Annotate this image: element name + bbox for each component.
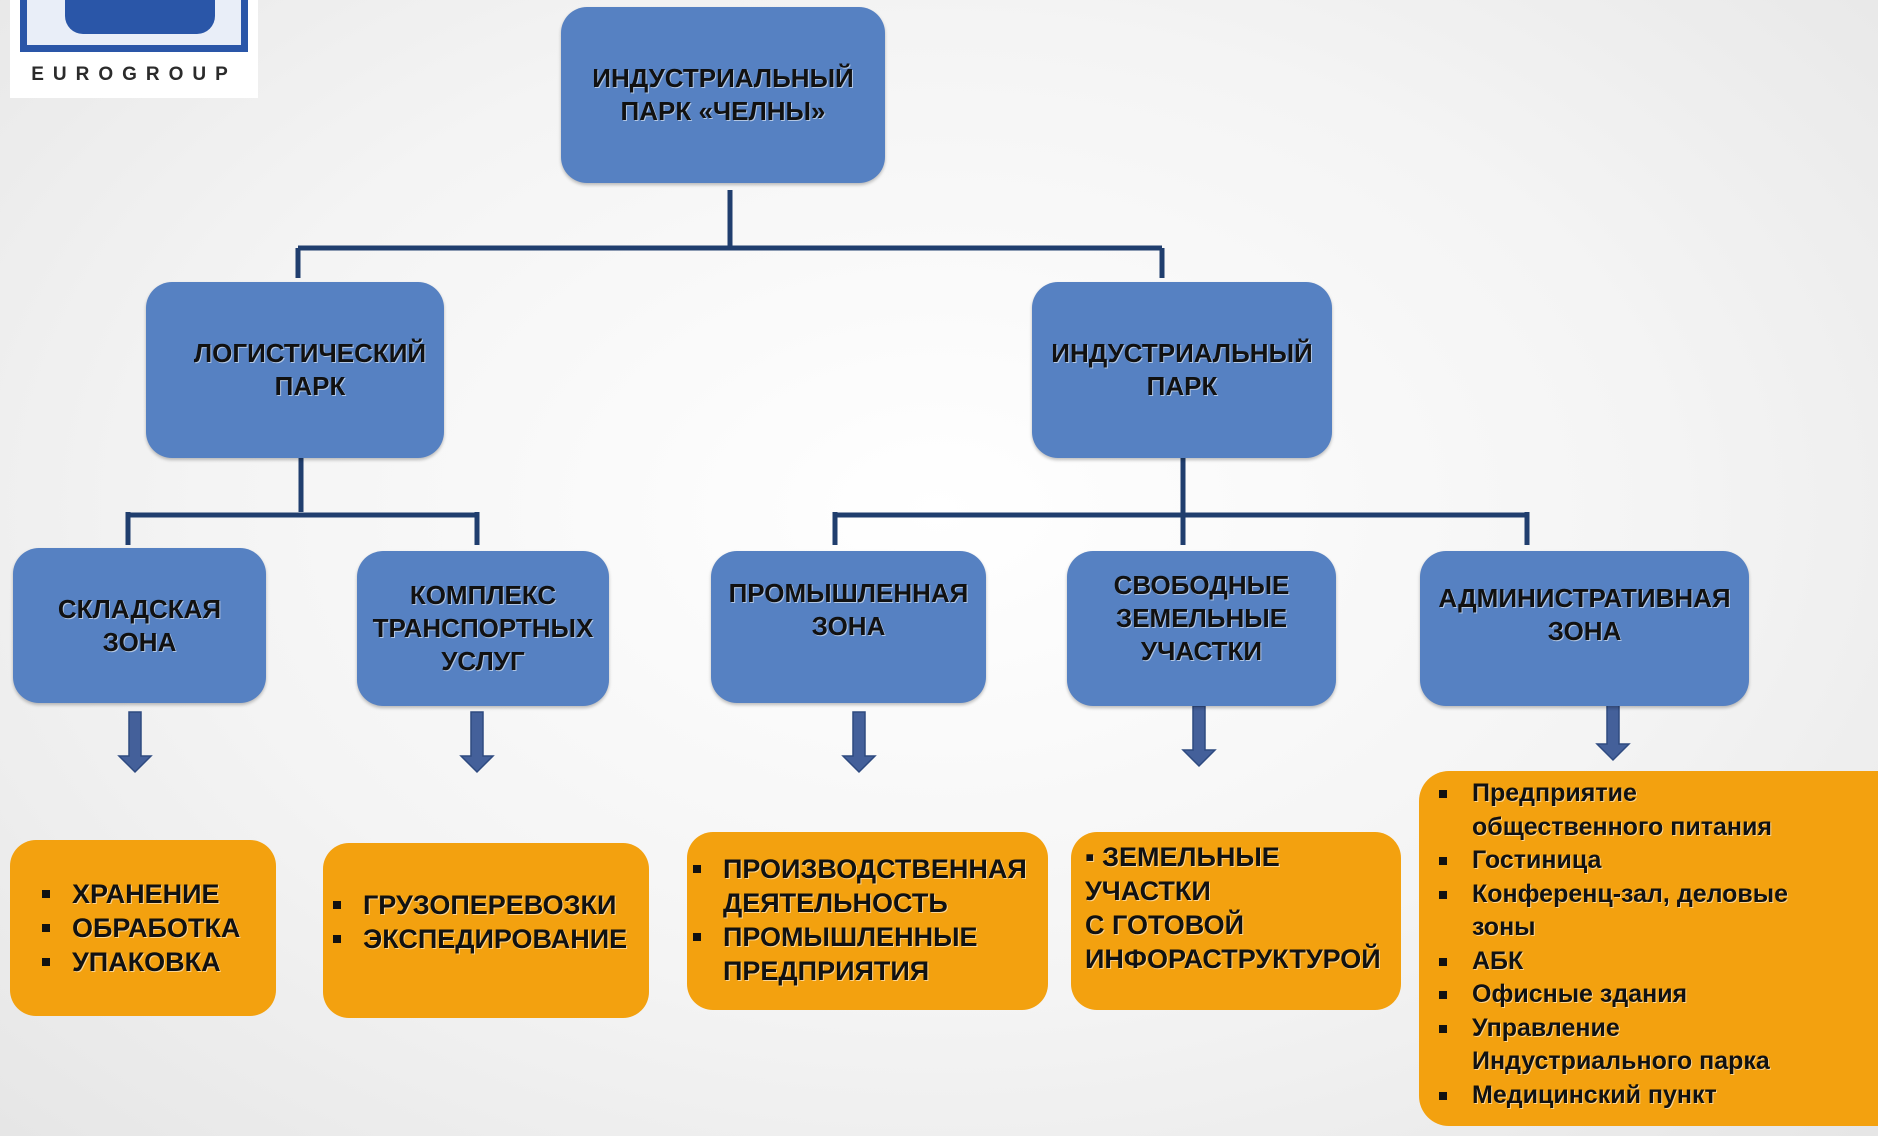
arrow-down-icon <box>1595 699 1631 762</box>
node-industrial-zone: ПРОМЫШЛЕННАЯ ЗОНА <box>711 551 986 703</box>
list-item: Офисные здания <box>1419 978 1788 1012</box>
list-item: Медицинский пункт <box>1419 1079 1788 1113</box>
node-root-label: ИНДУСТРИАЛЬНЫЙ ПАРК «ЧЕЛНЫ» <box>592 63 854 126</box>
node-free-land-plots: СВОБОДНЫЕ ЗЕМЕЛЬНЫЕ УЧАСТКИ <box>1067 551 1336 706</box>
node-label: ПРОМЫШЛЕННАЯ ЗОНА <box>728 578 969 641</box>
arrow-down-icon <box>117 711 153 774</box>
list-item: УПАКОВКА <box>36 945 240 979</box>
node-label: ИНДУСТРИАЛЬНЫЙ ПАРК <box>1051 338 1313 401</box>
logo-text: EUROGROUP <box>31 64 237 85</box>
node-industrial-park: ИНДУСТРИАЛЬНЫЙ ПАРК <box>1032 282 1332 458</box>
list-item: ПРОИЗВОДСТВЕННАЯ ДЕЯТЕЛЬНОСТЬ <box>687 852 1027 920</box>
node-logistics-park: ЛОГИСТИЧЕСКИЙ ПАРК <box>146 282 444 458</box>
list-item: ЭКСПЕДИРОВАНИЕ <box>327 922 627 956</box>
list-item: ГРУЗОПЕРЕВОЗКИ <box>327 888 627 922</box>
arrow-down-icon <box>1181 705 1217 768</box>
list-item: ▪ ЗЕМЕЛЬНЫЕ УЧАСТКИ С ГОТОВОЙ ИНФОРАСТРУ… <box>1085 842 1381 974</box>
details-transport-complex: ГРУЗОПЕРЕВОЗКИ ЭКСПЕДИРОВАНИЕ <box>323 843 649 1018</box>
node-label: СКЛАДСКАЯ ЗОНА <box>57 593 222 657</box>
list-item: Гостиница <box>1419 844 1788 878</box>
list-item: Предприятие общественного питания <box>1419 777 1788 844</box>
node-transport-complex: КОМПЛЕКС ТРАНСПОРТНЫХ УСЛУГ <box>357 551 609 706</box>
details-free-land-plots: ▪ ЗЕМЕЛЬНЫЕ УЧАСТКИ С ГОТОВОЙ ИНФОРАСТРУ… <box>1071 832 1401 1010</box>
details-list: Предприятие общественного питания Гостин… <box>1419 777 1788 1112</box>
node-label: ЛОГИСТИЧЕСКИЙ ПАРК <box>193 338 427 401</box>
details-list: ▪ ЗЕМЕЛЬНЫЕ УЧАСТКИ С ГОТОВОЙ ИНФОРАСТРУ… <box>1085 840 1381 976</box>
node-label: АДМИНИСТРАТИВНАЯ ЗОНА <box>1438 582 1731 646</box>
details-list: ГРУЗОПЕРЕВОЗКИ ЭКСПЕДИРОВАНИЕ <box>327 888 627 956</box>
logo-mark <box>20 0 248 52</box>
list-item: Управление Индустриального парка <box>1419 1012 1788 1079</box>
details-list: ПРОИЗВОДСТВЕННАЯ ДЕЯТЕЛЬНОСТЬ ПРОМЫШЛЕНН… <box>687 852 1027 988</box>
list-item: ХРАНЕНИЕ <box>36 877 240 911</box>
eurogroup-logo: EUROGROUP <box>10 0 258 98</box>
node-label: СВОБОДНЫЕ ЗЕМЕЛЬНЫЕ УЧАСТКИ <box>1113 570 1290 666</box>
node-warehouse-zone: СКЛАДСКАЯ ЗОНА <box>13 548 266 703</box>
arrow-down-icon <box>459 711 495 774</box>
details-administrative-zone: Предприятие общественного питания Гостин… <box>1419 771 1878 1126</box>
list-item: АБК <box>1419 945 1788 979</box>
node-label: КОМПЛЕКС ТРАНСПОРТНЫХ УСЛУГ <box>372 580 594 676</box>
list-item: ОБРАБОТКА <box>36 911 240 945</box>
details-list: ХРАНЕНИЕ ОБРАБОТКА УПАКОВКА <box>36 877 240 979</box>
list-item: Конференц-зал, деловые зоны <box>1419 878 1788 945</box>
node-root: ИНДУСТРИАЛЬНЫЙ ПАРК «ЧЕЛНЫ» <box>561 7 885 183</box>
node-administrative-zone: АДМИНИСТРАТИВНАЯ ЗОНА <box>1420 551 1749 706</box>
details-industrial-zone: ПРОИЗВОДСТВЕННАЯ ДЕЯТЕЛЬНОСТЬ ПРОМЫШЛЕНН… <box>687 832 1048 1010</box>
list-item: ПРОМЫШЛЕННЫЕ ПРЕДПРИЯТИЯ <box>687 920 1027 988</box>
arrow-down-icon <box>841 711 877 774</box>
details-warehouse-zone: ХРАНЕНИЕ ОБРАБОТКА УПАКОВКА <box>10 840 276 1016</box>
